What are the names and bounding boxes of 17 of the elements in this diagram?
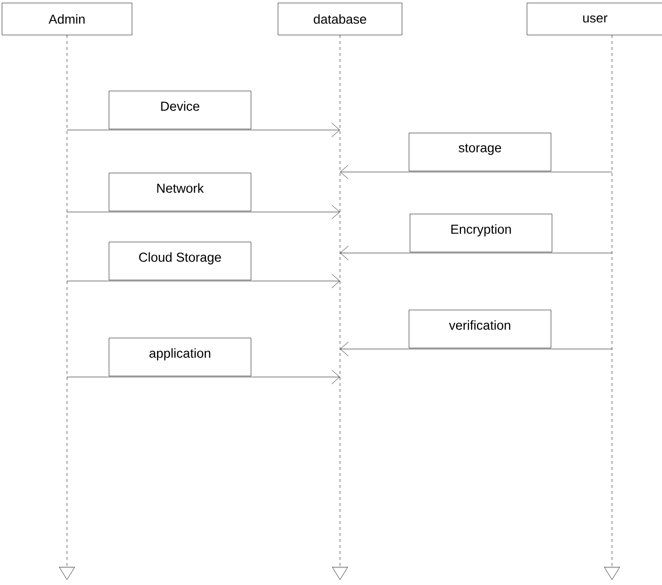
message-label: verification <box>408 310 552 348</box>
message-arrow <box>340 342 612 356</box>
message-arrow <box>66 204 340 220</box>
message-label: Encryption <box>410 214 552 252</box>
message-arrow <box>66 274 340 288</box>
message-label: Device <box>108 90 252 130</box>
lifeline-drawing: Admin <box>2 2 132 580</box>
message-arrow <box>340 246 612 260</box>
message-label: Cloud Storage <box>108 242 252 280</box>
lifeline-drawing: database <box>278 2 402 580</box>
message-arrow <box>66 122 340 138</box>
lifeline-drawing: user <box>526 2 662 580</box>
message-label: storage <box>408 132 552 172</box>
message-label: application <box>108 338 252 376</box>
message-arrow <box>66 370 340 384</box>
message-arrow <box>340 164 612 180</box>
message-label: Network <box>108 172 252 212</box>
